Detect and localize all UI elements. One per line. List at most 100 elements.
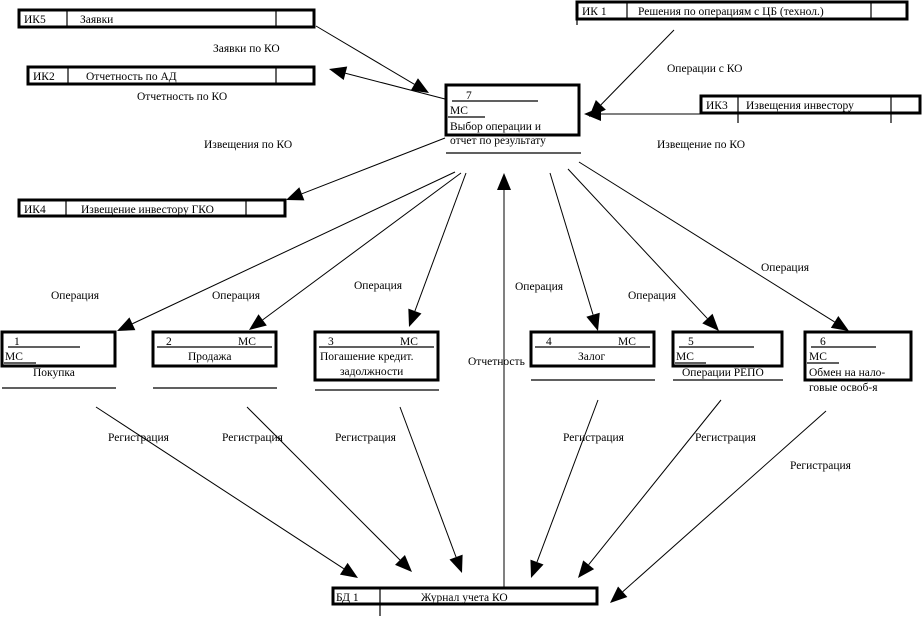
process-2: 2 МС Продажа <box>151 330 278 389</box>
process-4-number: 4 <box>546 336 552 348</box>
flow-label-registraciya-3: Регистрация <box>335 432 397 444</box>
process-7-line1: Выбор операции и <box>450 121 541 133</box>
flow-label-otchetnost: Отчетность <box>468 356 525 368</box>
process-4-name: Залог <box>578 351 605 363</box>
process-1-name: Покупка <box>33 367 75 379</box>
process-6-line1: Обмен на нало- <box>809 367 885 379</box>
process-5: 5 МС Операции РЕПО <box>671 330 784 381</box>
flow-label-operaciya-5: Операция <box>628 290 677 302</box>
store-ik4: ИК4 Извещение инвестору ГКО <box>17 198 287 218</box>
process-3: 3 МС Погашение кредит. задолжности <box>313 330 440 391</box>
process-2-owner: МС <box>238 336 256 348</box>
process-5-number: 5 <box>688 336 694 348</box>
arrow-ik5-to-p7-head <box>410 78 429 93</box>
process-1-owner: МС <box>5 351 23 363</box>
arrow-p7-to-ik2 <box>329 66 446 100</box>
arrow-ik3-to-p7 <box>584 107 703 121</box>
store-ik5-id: ИК5 <box>24 14 46 26</box>
store-ik3-name: Извещения инвестору <box>746 100 854 112</box>
store-ik5-name: Заявки <box>80 14 113 26</box>
arrow-p7-to-p3-head <box>408 308 422 327</box>
store-ik3-id: ИК3 <box>706 100 728 112</box>
arrow-p7-to-p5-head <box>702 313 719 331</box>
flow-label-izvesheniya-ko: Извещения по КО <box>204 139 292 151</box>
store-ik4-name: Извещение инвестору ГКО <box>81 204 214 216</box>
arrow-p7-to-p2 <box>249 172 462 330</box>
process-7-number: 7 <box>466 90 472 102</box>
process-6-number: 6 <box>820 336 826 348</box>
process-7: 7 МС Выбор операции и отчет по результат… <box>444 83 581 154</box>
arrow-bd1-to-p7-head <box>497 173 511 190</box>
arrow-p1-to-bd1 <box>95 406 358 578</box>
flow-arrows <box>95 25 849 603</box>
process-3-owner: МС <box>400 336 418 348</box>
arrow-p7-to-p4-head <box>586 312 600 331</box>
process-3-line1: Погашение кредит. <box>320 351 414 363</box>
flow-label-registraciya-6: Регистрация <box>790 460 852 472</box>
arrow-p7-to-p2-head <box>249 314 267 330</box>
process-6-line2: говые освоб-я <box>809 382 878 394</box>
arrow-p3-to-bd1 <box>399 406 463 573</box>
arrow-p6-to-bd1-head <box>610 586 628 603</box>
process-2-name: Продажа <box>188 351 231 363</box>
arrow-p7-to-p1 <box>117 171 456 331</box>
process-6-owner: МС <box>809 351 827 363</box>
arrow-p7-to-p4 <box>549 172 600 331</box>
arrow-p5-to-bd1 <box>578 399 722 578</box>
process-1: 1 МС Покупка <box>0 330 117 389</box>
store-bd1-id: БД 1 <box>336 592 359 604</box>
arrow-bd1-to-p7 <box>497 173 511 588</box>
process-7-owner: МС <box>450 105 468 117</box>
flow-label-operaciya-3: Операция <box>354 280 403 292</box>
flow-label-registraciya-4: Регистрация <box>563 432 625 444</box>
process-4: 4 МС Залог <box>529 330 656 381</box>
process-5-owner: МС <box>676 351 694 363</box>
store-ik4-id: ИК4 <box>24 204 46 216</box>
store-bd1-name: Журнал учета КО <box>421 592 508 604</box>
arrow-p7-to-ik4 <box>286 137 446 201</box>
store-ik2: ИК2 Отчетность по АД <box>26 65 316 86</box>
arrow-p7-to-ik2-head <box>329 66 348 81</box>
arrow-p2-to-bd1 <box>246 406 412 572</box>
flow-label-operaciya-6: Операция <box>761 262 810 274</box>
process-5-name: Операции РЕПО <box>682 367 764 379</box>
store-ik1-id: ИК 1 <box>582 6 607 18</box>
arrow-ik3-to-p7-head <box>584 107 601 121</box>
arrow-p7-to-p3 <box>408 172 467 327</box>
arrow-p7-to-ik4-head <box>286 187 305 201</box>
process-6: 6 МС Обмен на нало- говые освоб-я <box>803 330 913 394</box>
arrow-p4-to-bd1-head <box>530 559 544 578</box>
arrow-p6-to-bd1 <box>610 410 827 603</box>
store-ik2-name: Отчетность по АД <box>86 71 177 83</box>
flow-label-operaciya-1: Операция <box>51 290 100 302</box>
arrow-ik5-to-p7 <box>315 25 429 93</box>
process-3-line2: задолжности <box>340 366 403 378</box>
store-ik1-name: Решения по операциям с ЦБ (технол.) <box>638 6 824 18</box>
store-ik2-id: ИК2 <box>33 71 55 83</box>
process-7-line2: отчет по результату <box>450 135 546 147</box>
arrow-p7-to-p1-head <box>117 317 136 331</box>
arrow-p4-to-bd1 <box>530 399 599 578</box>
store-ik5: ИК5 Заявки <box>17 8 316 29</box>
arrow-p7-to-p6 <box>578 161 849 331</box>
store-ik3: ИК3 Извещения инвестору <box>699 94 922 123</box>
flow-label-izveshenie-ko: Извещение по КО <box>657 139 745 151</box>
arrow-p5-to-bd1-head <box>578 560 595 578</box>
arrow-ik1-to-p7 <box>589 29 675 117</box>
arrow-p7-to-p6-head <box>830 316 849 331</box>
store-ik1: ИК 1 Решения по операциям с ЦБ (технол.) <box>575 0 909 25</box>
flow-label-operaciya-2: Операция <box>212 290 261 302</box>
flow-label-operaciya-4: Операция <box>515 281 564 293</box>
flow-label-zayavki: Заявки по КО <box>213 43 280 55</box>
flow-label-registraciya-1: Регистрация <box>108 432 170 444</box>
process-4-owner: МС <box>618 336 636 348</box>
process-1-number: 1 <box>14 336 20 348</box>
flow-label-registraciya-2: Регистрация <box>222 432 284 444</box>
store-bd1: БД 1 Журнал учета КО <box>331 586 599 616</box>
flow-label-registraciya-5: Регистрация <box>695 432 757 444</box>
arrow-p1-to-bd1-head <box>339 562 358 578</box>
process-3-number: 3 <box>328 336 334 348</box>
process-2-number: 2 <box>166 336 172 348</box>
flow-label-otchetnost-ko: Отчетность по КО <box>137 91 227 103</box>
